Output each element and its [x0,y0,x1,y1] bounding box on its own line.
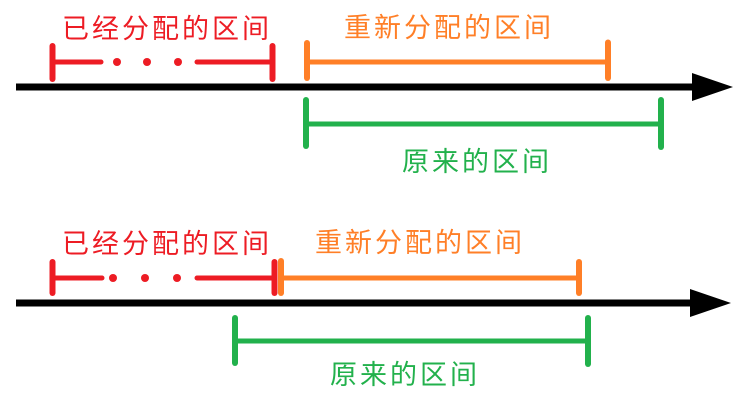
number-line-axis [16,73,733,101]
number-line-axis [16,289,731,317]
axis-arrowhead-icon [690,289,731,317]
original-interval [303,97,664,150]
reallocated-interval [304,39,611,81]
allocated-interval-label: 已经分配的区间 [62,229,272,260]
allocated-interval [49,259,278,296]
original-interval-label: 原来的区间 [402,147,552,178]
ellipsis-dot [113,58,121,66]
original-interval-label: 原来的区间 [330,360,480,391]
reallocated-interval-label: 重新分配的区间 [344,13,554,44]
ellipsis-dot [141,274,149,282]
reallocated-interval [278,258,582,296]
original-interval [232,315,591,367]
axis-arrowhead-icon [692,73,733,101]
bottom-diagram: 已经分配的区间 重新分配的区间 原来的区间 [16,228,731,391]
allocated-interval-label: 已经分配的区间 [62,14,272,45]
ellipsis-dot [173,274,181,282]
ellipsis-dot [143,58,151,66]
allocated-interval [49,43,276,82]
ellipsis-dot [174,58,182,66]
reallocated-interval-label: 重新分配的区间 [315,228,525,259]
top-diagram: 已经分配的区间 重新分配的区间 原来的区间 [16,13,733,178]
ellipsis-dot [109,274,117,282]
